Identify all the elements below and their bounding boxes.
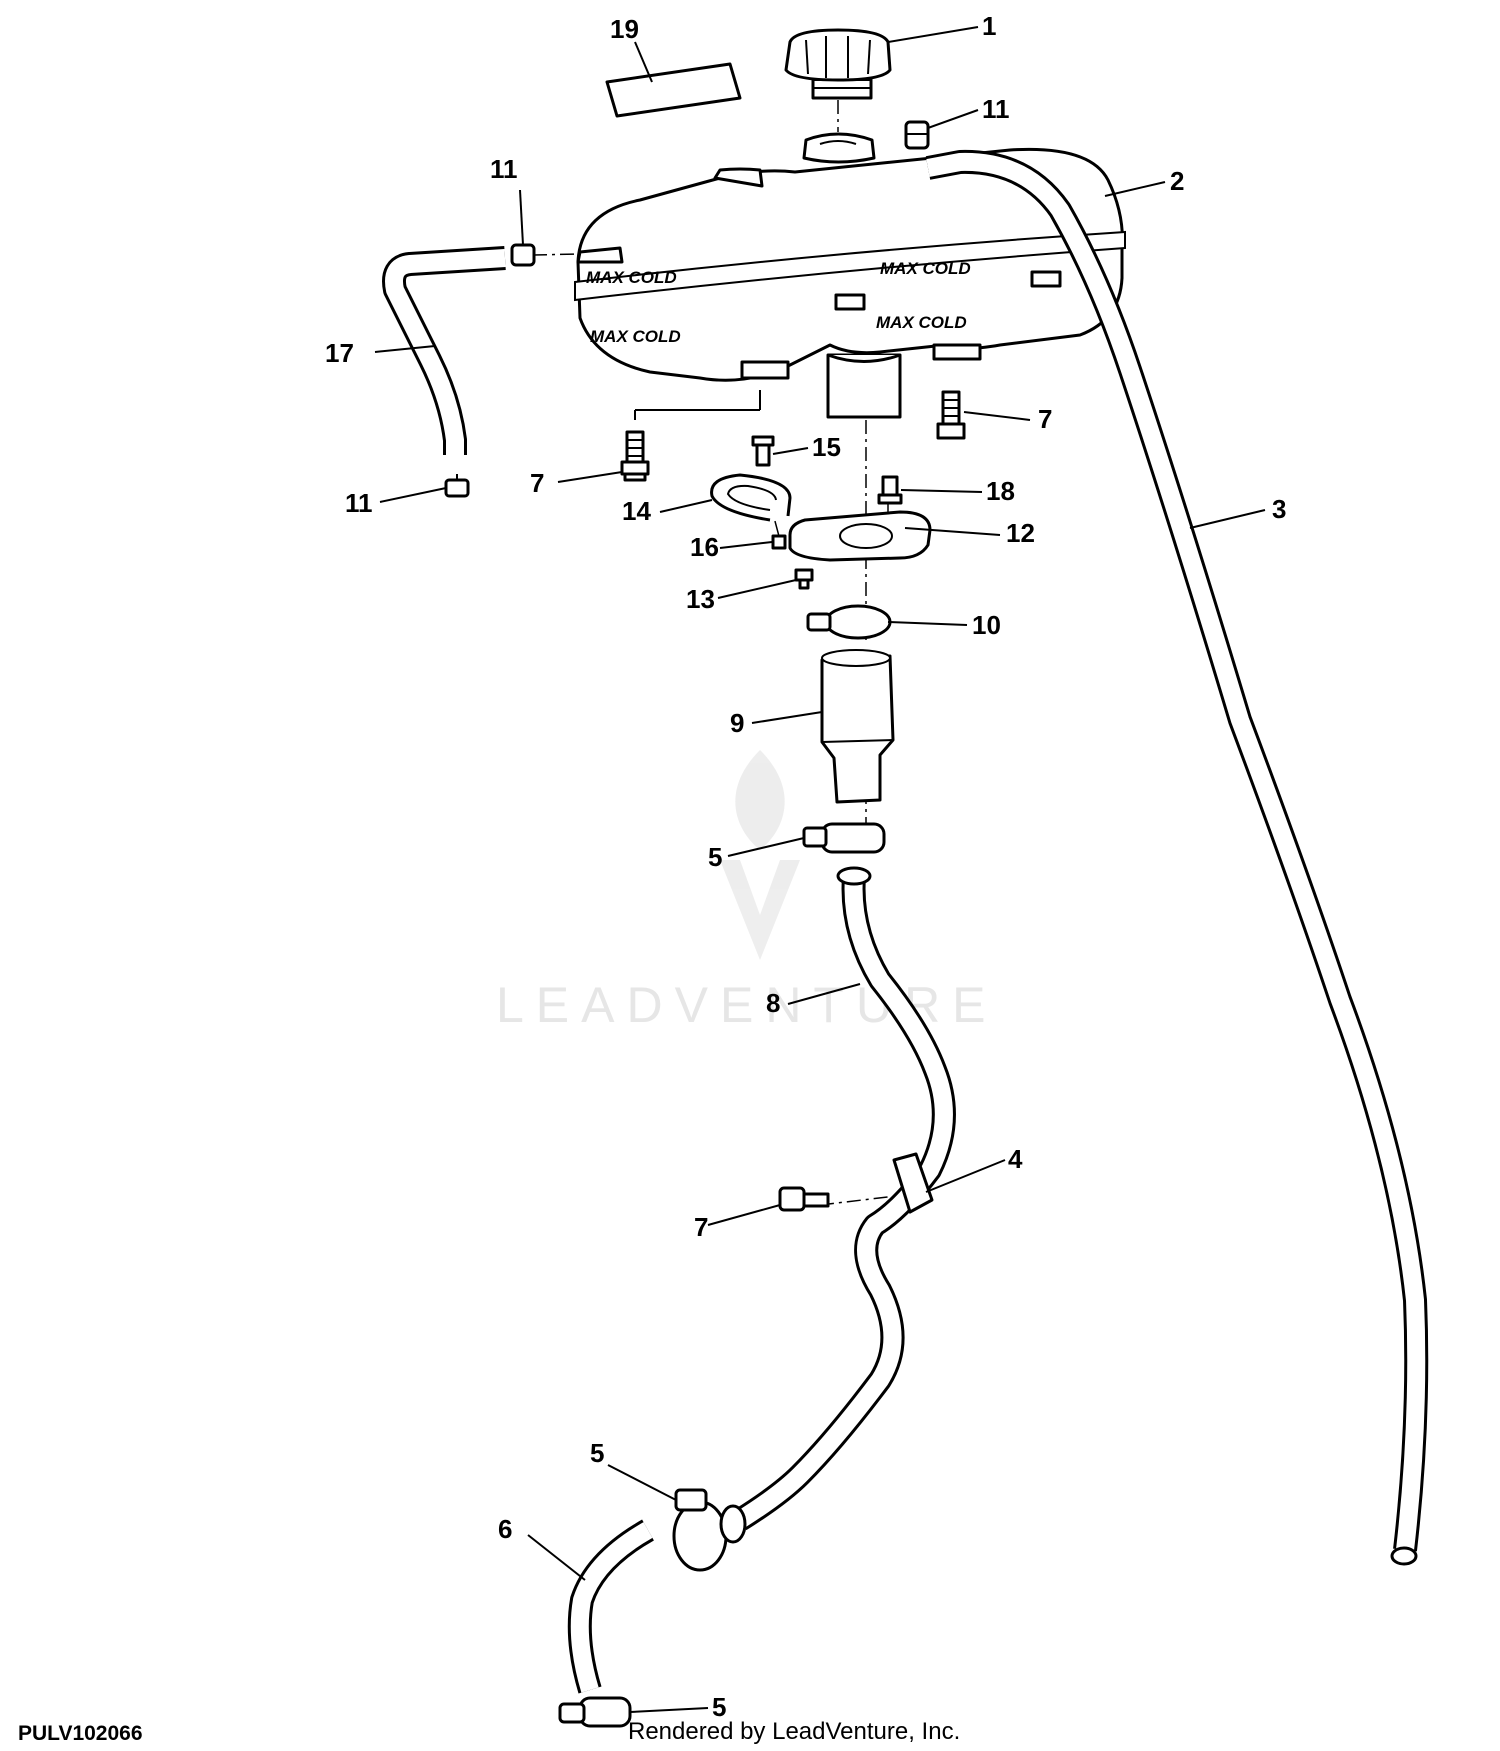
callout-5-bottom: 5 (712, 1692, 726, 1722)
callout-4: 4 (1008, 1144, 1023, 1174)
callout-7-left: 7 (530, 468, 544, 498)
hose-clamp-bottom (558, 1696, 632, 1728)
callout-11-left: 11 (490, 154, 518, 184)
callout-10: 10 (972, 610, 1001, 640)
bolt-small (794, 568, 814, 590)
callout-19: 19 (610, 14, 639, 44)
bolt-plate (877, 475, 903, 505)
callout-9: 9 (730, 708, 744, 738)
vent-hose (382, 246, 506, 455)
screw-clip (751, 435, 775, 467)
hose-clamp-lower (672, 1488, 747, 1572)
elbow-hose (567, 1519, 655, 1694)
callout-2: 2 (1170, 166, 1184, 196)
callout-18: 18 (986, 476, 1015, 506)
callout-1: 1 (982, 11, 996, 41)
coolant-hose-main (733, 866, 956, 1531)
render-credit: Rendered by LeadVenture, Inc. (628, 1718, 961, 1745)
callout-13: 13 (686, 584, 715, 614)
coolant-tank: MAX COLD MAX COLD MAX COLD MAX COLD (574, 132, 1126, 419)
tank-label-4: MAX COLD (590, 327, 681, 346)
filler-cap (784, 28, 892, 100)
callout-12: 12 (1006, 518, 1035, 548)
callout-6: 6 (498, 1514, 512, 1544)
bolt-tank-left (620, 430, 650, 482)
leader-lines (374, 26, 1266, 1713)
callout-7-lower: 7 (694, 1212, 708, 1242)
hose-clamp-middle (802, 822, 886, 854)
callout-5-lower: 5 (590, 1438, 604, 1468)
watermark-logo (720, 750, 800, 960)
drawing-id: PULV102066 (18, 1722, 143, 1745)
tank-label-1: MAX COLD (586, 268, 677, 287)
callout-7-right: 7 (1038, 404, 1052, 434)
callout-11-vent: 11 (345, 488, 373, 518)
hose-clamp-vent-end (444, 474, 470, 498)
callout-3: 3 (1272, 494, 1286, 524)
callout-11-cap: 11 (982, 94, 1010, 124)
callout-17: 17 (325, 338, 354, 368)
callout-5-middle: 5 (708, 842, 722, 872)
overflow-hose (925, 149, 1429, 1566)
bolt-tank-right (936, 390, 966, 440)
callout-16: 16 (690, 532, 719, 562)
callout-14: 14 (622, 496, 651, 526)
band-clamp-upper (806, 604, 892, 640)
callout-8: 8 (766, 988, 780, 1018)
center-line-port (532, 253, 581, 256)
tank-label-2: MAX COLD (880, 259, 971, 278)
decal (605, 62, 742, 118)
nut-clip (771, 534, 787, 550)
tank-label-3: MAX COLD (876, 313, 967, 332)
p-clip-inner (726, 484, 777, 511)
hose-clamp-cap (904, 120, 930, 150)
callout-15: 15 (812, 432, 841, 462)
hose-clamp-left (510, 243, 536, 267)
hose-bracket (892, 1152, 934, 1214)
bolt-bracket (778, 1186, 830, 1212)
reducer-hose (820, 649, 895, 804)
plate-hole (839, 523, 893, 549)
